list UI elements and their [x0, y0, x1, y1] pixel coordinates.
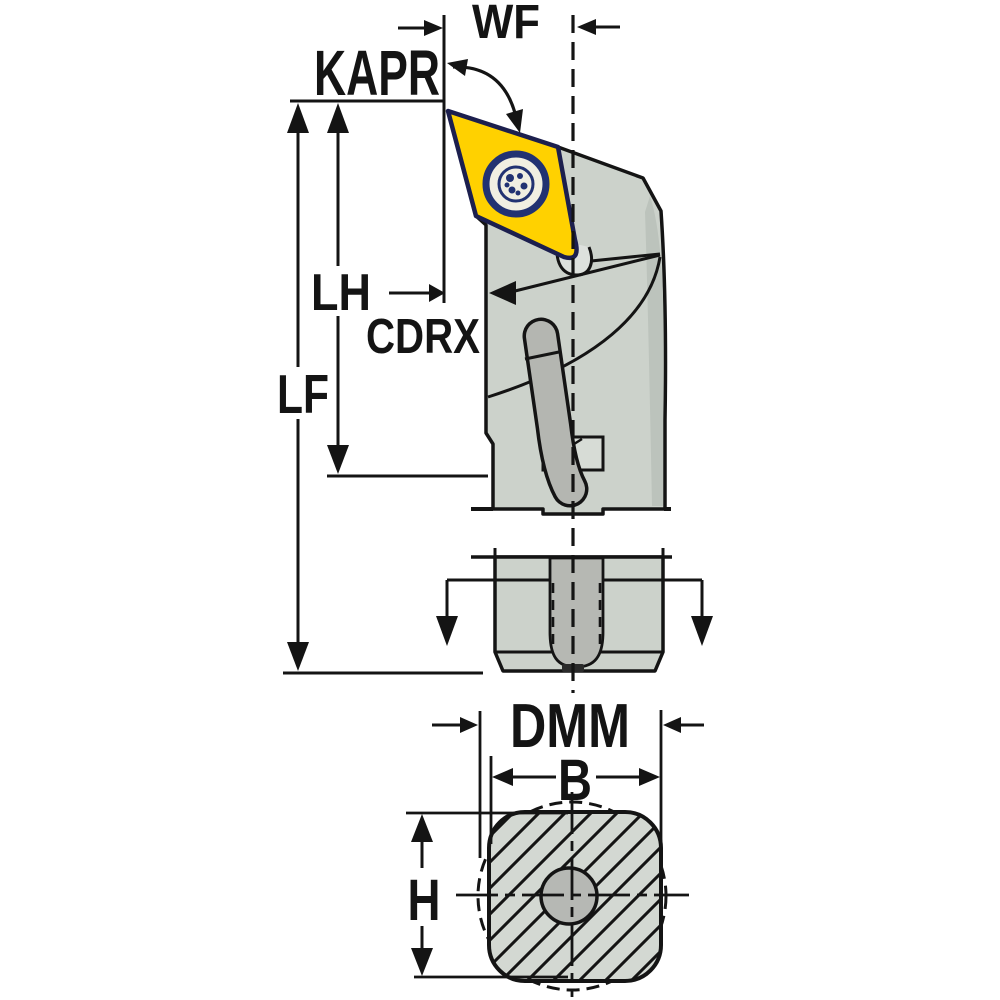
dimension-lf: LF — [277, 103, 483, 675]
dimension-wf: WF — [398, 0, 620, 303]
dimension-h: H — [406, 811, 568, 979]
arrow-left-icon — [489, 281, 516, 305]
dimension-cdrx: CDRX — [366, 253, 661, 364]
h-label: H — [408, 868, 441, 933]
head-scallop-curve — [487, 256, 662, 399]
lf-label: LF — [277, 363, 329, 425]
arrow-right-icon — [639, 768, 660, 786]
cdrx-leader-line — [514, 253, 661, 293]
arrow-right-icon — [429, 284, 445, 302]
cdrx-label: CDRX — [366, 310, 480, 364]
arrow-up-icon — [411, 814, 433, 842]
arrow-icon — [447, 59, 468, 76]
down-arrow-icon — [691, 616, 713, 646]
arrow-left-icon — [577, 19, 596, 35]
lh-label: LH — [311, 264, 371, 322]
coupling-screw-channel — [548, 556, 605, 669]
clamp-screw-head-line — [524, 350, 560, 361]
coupling-hidden-lines — [551, 583, 602, 648]
kapr-label: KAPR — [314, 37, 440, 109]
head-top-edge-line — [590, 252, 661, 263]
holder-right-shading — [645, 196, 663, 506]
insert-screw-drive-speckles — [504, 173, 528, 196]
dimension-lh: LH — [311, 103, 488, 478]
arrow-left-icon — [663, 717, 681, 733]
arrow-left-icon — [492, 768, 513, 786]
arrow-up-icon — [327, 103, 349, 133]
dimension-b: B — [489, 748, 660, 844]
arrow-icon — [506, 109, 523, 133]
arrow-right-icon — [460, 717, 478, 733]
kapr-angle-arc — [452, 65, 519, 122]
clamp-screw-body — [526, 321, 585, 504]
dimension-dmm: DMM — [432, 692, 704, 864]
shank-cross-section — [456, 792, 689, 997]
insert-screw-face — [497, 165, 535, 203]
arrow-right-icon — [424, 20, 443, 36]
arrow-down-icon — [411, 948, 433, 976]
dimension-kapr: KAPR — [290, 37, 523, 133]
arrow-up-icon — [287, 103, 309, 133]
dmm-label: DMM — [510, 692, 630, 761]
arrow-down-icon — [287, 642, 309, 671]
arrow-down-icon — [327, 445, 349, 474]
cutting-insert — [445, 108, 579, 261]
wf-label: WF — [472, 0, 540, 49]
b-label: B — [558, 748, 592, 813]
down-arrow-icon — [436, 616, 458, 646]
